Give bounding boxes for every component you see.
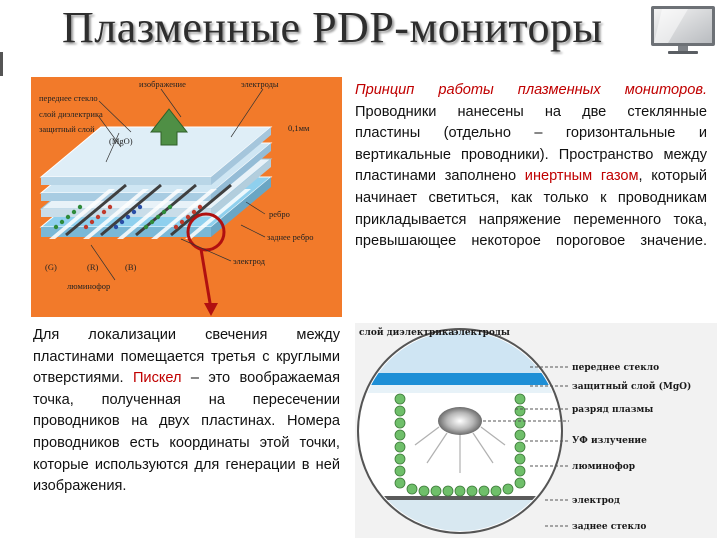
label-r: (R) [87, 262, 99, 272]
cell-label-plasma: разряд плазмы [572, 405, 653, 415]
label-phosphor: люминофор [67, 281, 110, 291]
localization-paragraph: Для локализации свечения между пластинам… [33, 325, 340, 498]
page-title: Плазменные PDP-мониторы [62, 3, 603, 52]
label-b: (B) [125, 262, 137, 272]
edge-mark [0, 52, 3, 76]
cell-label-uv: УФ излучение [572, 436, 647, 446]
cell-label-protective: защитный слой (MgO) [572, 381, 691, 392]
label-thickness: 0,1мм [288, 123, 310, 133]
label-front-glass: переднее стекло [39, 93, 98, 103]
principle-paragraph: Принцип работы плазменных мониторов. Про… [355, 80, 707, 253]
pixel-term: Пискел [132, 370, 182, 387]
pdp-cell-diagram: слой диэлектрика электроды переднее стек… [355, 323, 717, 538]
label-rib: ребро [269, 209, 290, 219]
label-mgo: (MgO) [109, 136, 133, 146]
label-protective: защитный слой [39, 124, 95, 134]
cell-label-back-glass: заднее стекло [572, 522, 646, 532]
monitor-icon [651, 6, 715, 54]
cell-label-front-glass: переднее стекло [572, 363, 659, 373]
label-electrode: электрод [233, 256, 266, 266]
cell-label-dielectric: слой диэлектрика [359, 327, 454, 338]
principle-text-1: Проводники нанесены на две стеклянные пл… [355, 103, 707, 185]
cell-label-electrode: электрод [572, 496, 620, 506]
pdp-structure-diagram: изображение электроды переднее стекло сл… [31, 77, 342, 317]
label-dielectric: слой диэлектрика [39, 109, 103, 119]
cell-label-electrodes: электроды [453, 328, 510, 338]
inert-gas-term: инертным газом [524, 168, 639, 185]
label-back-rib: заднее ребро [267, 232, 314, 242]
label-electrodes: электроды [241, 79, 279, 89]
label-image: изображение [139, 79, 186, 89]
cell-label-phosphor: люминофор [572, 462, 635, 472]
localization-text-1: Для локализации свечения между пластинам… [33, 327, 340, 387]
localization-text-2: – это воображаемая точка, полученная на … [33, 370, 340, 495]
label-g: (G) [45, 262, 57, 272]
principle-heading: Принцип работы плазменных мониторов. [355, 82, 707, 98]
principle-text-2: , который начинает светиться, как только… [355, 168, 707, 250]
